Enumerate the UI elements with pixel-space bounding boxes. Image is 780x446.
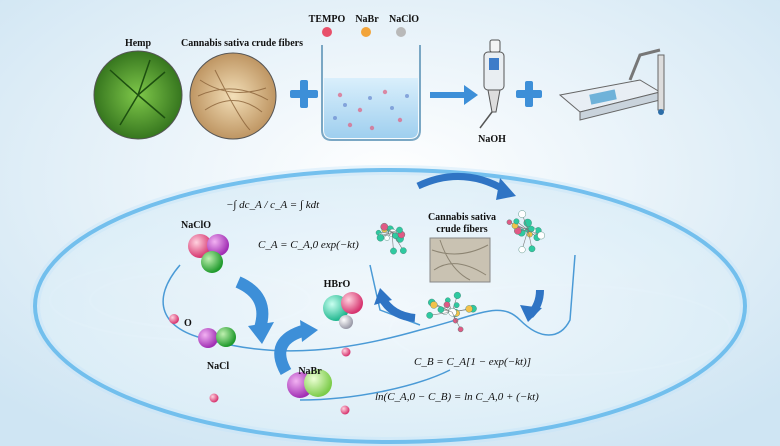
curved-arrow-2 [274, 324, 308, 375]
nacl-label: NaCl [207, 361, 229, 372]
ln-equation: ln(C_A,0 − C_B) = ln C_A,0 + (−kt) [375, 391, 539, 403]
pipette [479, 39, 505, 129]
cycle-nabr-label: NaBr [298, 366, 322, 377]
integral-equation: −∫ dc_A / c_A = ∫ kdt [226, 199, 320, 211]
ca-equation: C_A = C_A,0 exp(−kt) [258, 239, 359, 251]
hemp-label: Hemp [125, 38, 152, 49]
o-atom [169, 314, 179, 324]
cycle-naclo-label: NaClO [181, 220, 211, 231]
fibers-photo [429, 237, 491, 283]
naclo-label: NaClO [389, 14, 419, 25]
naclo-dot [396, 27, 406, 37]
ph-meter [558, 48, 665, 121]
plus-sign-2 [516, 81, 542, 107]
hemp-photo [93, 50, 183, 140]
cycle-arrow-top [416, 173, 507, 194]
molecule-cluster [426, 291, 477, 333]
cb-equation: C_B = C_A[1 − exp(−kt)] [414, 356, 531, 368]
o-label: O [184, 318, 192, 329]
molecule-cluster [506, 210, 545, 254]
plus-sign-1 [290, 80, 318, 108]
molecule-cluster [375, 222, 407, 255]
nacl-molecule [198, 327, 236, 348]
beaker [321, 45, 421, 141]
hbro-label: HBrO [324, 279, 351, 290]
crude-fibers-label: Cannabis sativa crude fibers [181, 38, 303, 49]
fibers-label-line2: crude fibers [436, 224, 487, 235]
naoh-label: NaOH [478, 134, 506, 145]
curved-arrow-1 [235, 276, 269, 330]
naclo-molecule [188, 234, 229, 273]
fibers-label-line1: Cannabis sativa [428, 212, 496, 223]
crude-fibers-photo [189, 52, 277, 140]
nabr-label: NaBr [355, 14, 379, 25]
hbro-molecule [323, 292, 363, 329]
tempo-label: TEMPO [309, 14, 346, 25]
arrow-right [430, 85, 478, 105]
nabr-dot [361, 27, 371, 37]
tempo-dot [322, 27, 332, 37]
nabr-molecule [287, 369, 332, 398]
